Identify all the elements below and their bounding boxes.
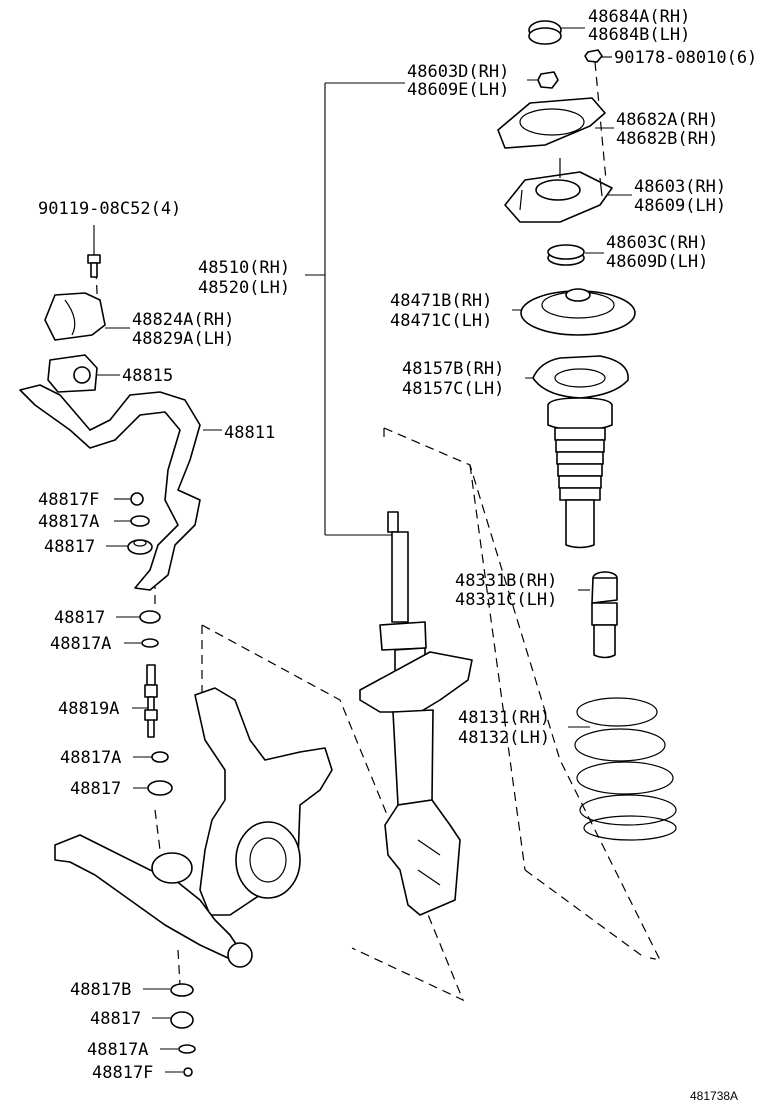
cushion-48817f-top-icon [130, 492, 144, 506]
label-48817a-2: 48817A [50, 634, 111, 654]
label-48817-3: 48817 [70, 779, 121, 799]
label-48132: 48132(LH) [458, 728, 550, 748]
cushion-48817-mid-icon [139, 610, 161, 624]
label-48817a-1: 48817A [38, 512, 99, 532]
label-48603: 48603(RH) [634, 177, 726, 197]
label-48817-4: 48817 [90, 1009, 141, 1029]
label-48817f-2: 48817F [92, 1063, 153, 1083]
boot-48157-icon [547, 397, 613, 549]
bump-stopper-48331-icon [591, 571, 618, 659]
retainer-48817a-top-icon [130, 515, 150, 527]
label-48157b: 48157B(RH) [402, 359, 504, 379]
label-48815: 48815 [122, 366, 173, 386]
cushion-48817-top-icon [127, 539, 153, 555]
retainer-48817a-low-icon [151, 751, 169, 763]
label-48603d: 48603D(RH) [407, 62, 509, 82]
steering-knuckle-icon [194, 687, 333, 916]
nut-48603d-icon [537, 71, 559, 89]
diagram-reference-number: 481738A [690, 1089, 738, 1103]
label-90178: 90178-08010(6) [614, 48, 757, 68]
label-48817f-1: 48817F [38, 490, 99, 510]
label-48157c: 48157C(LH) [402, 379, 504, 399]
cushion-48817-low-icon [147, 780, 173, 796]
bolt-90119-icon [87, 254, 101, 278]
label-48684b: 48684B(LH) [588, 25, 690, 45]
label-48609e: 48609E(LH) [407, 80, 509, 100]
label-48817-2: 48817 [54, 608, 105, 628]
label-48471b: 48471B(RH) [390, 291, 492, 311]
nut-90178-icon [584, 49, 603, 63]
label-48471c: 48471C(LH) [390, 311, 492, 331]
label-48331c: 48331C(LH) [455, 590, 557, 610]
lower-arm-icon [54, 834, 253, 968]
link-48819a-icon [144, 664, 158, 738]
label-48817a-4: 48817A [87, 1040, 148, 1060]
cap-48684-icon [528, 20, 562, 45]
plate-48682-icon [497, 97, 606, 149]
retainer-48817a-mid-icon [141, 638, 159, 648]
part-labels: 48684A(RH) 48684B(LH) 90178-08010(6) 486… [38, 7, 757, 1103]
support-48603-icon [504, 158, 613, 223]
label-48817b: 48817B [70, 980, 131, 1000]
label-48331b: 48331B(RH) [455, 571, 557, 591]
label-48609: 48609(LH) [634, 196, 726, 216]
label-48682b: 48682B(RH) [616, 129, 718, 149]
bushing-48815-icon [47, 354, 98, 393]
label-48603c: 48603C(RH) [606, 233, 708, 253]
label-48817-1: 48817 [44, 537, 95, 557]
label-48811: 48811 [224, 423, 275, 443]
label-48131: 48131(RH) [458, 708, 550, 728]
label-48510: 48510(RH) [198, 258, 290, 278]
cushion-48817b-icon [170, 983, 194, 997]
bearing-48471-icon [520, 288, 636, 336]
shock-absorber-48510-icon [359, 511, 473, 916]
label-48817a-3: 48817A [60, 748, 121, 768]
label-48520: 48520(LH) [198, 278, 290, 298]
label-48684a: 48684A(RH) [588, 7, 690, 27]
retainer-48817a-bottom-icon [178, 1044, 196, 1054]
stabilizer-bar-48811-icon [19, 384, 201, 591]
coil-spring-48131-icon [574, 697, 677, 841]
label-48824a: 48824A(RH) [132, 310, 234, 330]
bracket-48824-icon [44, 292, 106, 341]
nut-48817f-bottom-icon [183, 1067, 193, 1077]
bushing-48603c-icon [547, 244, 585, 266]
cushion-48817-bottom-icon [170, 1011, 194, 1029]
label-48682a: 48682A(RH) [616, 110, 718, 130]
label-48609d: 48609D(LH) [606, 252, 708, 272]
label-48819a: 48819A [58, 699, 119, 719]
label-48829a: 48829A(LH) [132, 329, 234, 349]
label-90119: 90119-08C52(4) [38, 199, 181, 219]
insulator-48157-icon [532, 355, 629, 399]
